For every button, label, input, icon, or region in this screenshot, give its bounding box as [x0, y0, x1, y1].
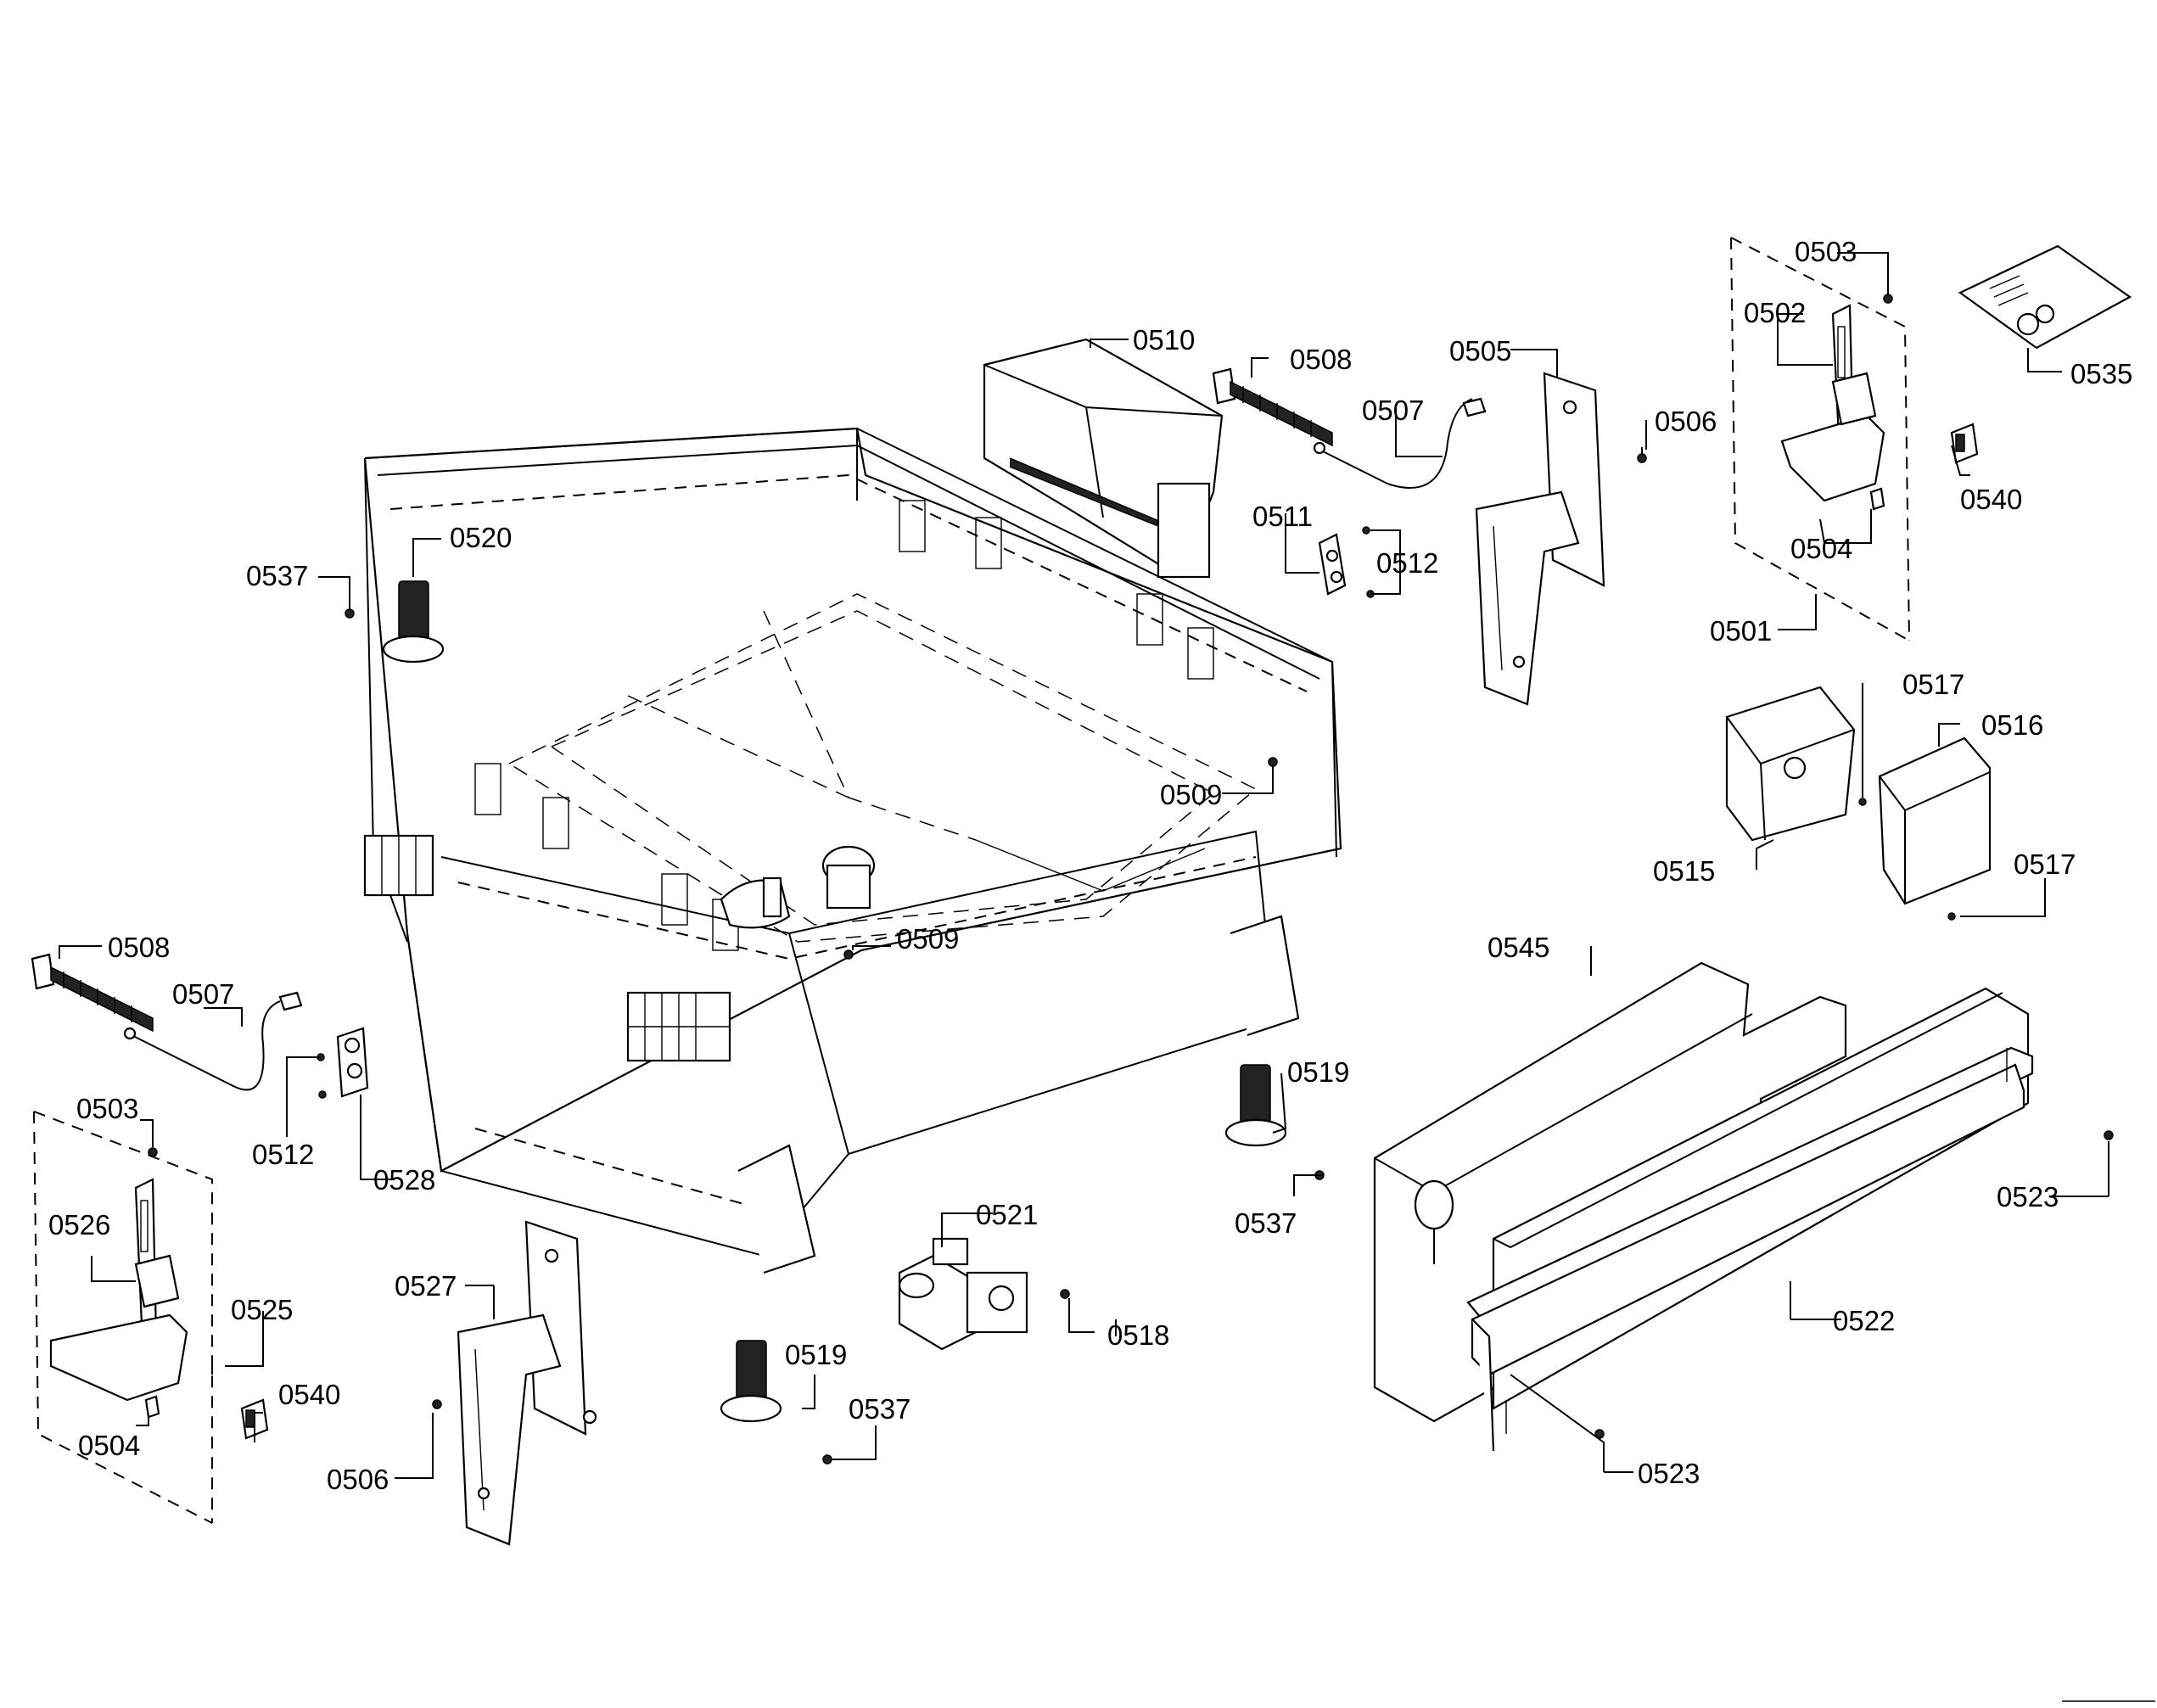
part-0528-bracket [317, 1027, 369, 1099]
hinge-assembly-right [1730, 237, 1979, 641]
tub-frame [363, 427, 1342, 1274]
screw-0523-right [2104, 1130, 2114, 1140]
label-0519-right: 0519 [1287, 1056, 1349, 1088]
part-0507-cable-top [1313, 397, 1487, 489]
label-0526: 0526 [48, 1209, 110, 1240]
label-0517-top: 0517 [1902, 669, 1964, 700]
label-0516: 0516 [1981, 709, 2043, 741]
label-0528: 0528 [373, 1164, 435, 1196]
part-0519-leveling-leg-bottom [720, 1340, 832, 1464]
label-0512-left: 0512 [252, 1139, 314, 1170]
screw-0523-bottom [1594, 1429, 1605, 1439]
label-0510: 0510 [1133, 324, 1195, 356]
label-0517-bottom: 0517 [2014, 848, 2076, 880]
part-0508-spring-top [1212, 367, 1333, 447]
label-0508-left: 0508 [108, 932, 170, 963]
callout-labels: 0503 0502 0535 0540 0504 0501 0510 0508 … [48, 236, 2132, 1495]
part-0521-inlet-valve [898, 1237, 1070, 1351]
hinge-assembly-left [33, 1111, 269, 1524]
label-0523-right: 0523 [1997, 1181, 2059, 1212]
label-0535: 0535 [2070, 358, 2132, 389]
label-0545: 0545 [1487, 932, 1549, 963]
label-0506-bottom: 0506 [327, 1464, 389, 1495]
label-0527: 0527 [395, 1270, 457, 1302]
part-0510-module [983, 338, 1224, 579]
label-0509-bottom: 0509 [897, 923, 959, 955]
label-0507-left: 0507 [172, 978, 234, 1010]
label-0537-bottom: 0537 [849, 1393, 910, 1425]
label-0521: 0521 [976, 1199, 1038, 1230]
label-0540-right: 0540 [1960, 484, 2022, 515]
label-0501: 0501 [1710, 615, 1772, 647]
leader-lines [59, 252, 2109, 1479]
part-0520-leveling-leg [345, 580, 445, 664]
part-0516-cover [1858, 736, 1992, 921]
part-0527-hinge-arm [432, 1220, 597, 1546]
label-0505: 0505 [1449, 335, 1511, 367]
label-0508-top: 0508 [1290, 344, 1352, 375]
label-0502: 0502 [1744, 297, 1806, 328]
label-0503-left: 0503 [76, 1093, 138, 1124]
label-0518: 0518 [1107, 1319, 1169, 1351]
label-0537-top: 0537 [246, 560, 308, 591]
label-0515: 0515 [1653, 855, 1715, 887]
label-0509-top: 0509 [1160, 779, 1222, 810]
part-0507-cable-left [123, 991, 303, 1091]
screw-0509-top [1268, 757, 1278, 767]
label-0507-top: 0507 [1362, 395, 1424, 426]
part-0535-hardware-kit [1958, 244, 2132, 350]
label-0522: 0522 [1833, 1305, 1895, 1336]
part-0505-hinge-arm [1475, 372, 1647, 706]
label-0523-bottom: 0523 [1638, 1458, 1700, 1489]
part-0511-bracket [1318, 526, 1375, 598]
screw-0509-bottom [843, 949, 854, 960]
label-0519-bottom: 0519 [785, 1339, 847, 1370]
part-0519-leveling-leg-right [1224, 1064, 1325, 1180]
label-0537-right: 0537 [1235, 1207, 1297, 1239]
label-0525: 0525 [231, 1294, 293, 1325]
label-0540-left: 0540 [278, 1379, 340, 1410]
label-0503-right: 0503 [1795, 236, 1857, 267]
label-0506-top: 0506 [1655, 406, 1717, 437]
label-0520: 0520 [450, 522, 512, 553]
part-0522-front-panel [1466, 987, 2034, 1452]
label-0512-top: 0512 [1376, 547, 1438, 579]
part-0515-housing [1725, 686, 1856, 842]
label-0504-right: 0504 [1790, 533, 1852, 564]
label-0511: 0511 [1252, 501, 1313, 532]
part-0508-spring-left [31, 953, 154, 1033]
label-0504-left: 0504 [78, 1430, 140, 1461]
